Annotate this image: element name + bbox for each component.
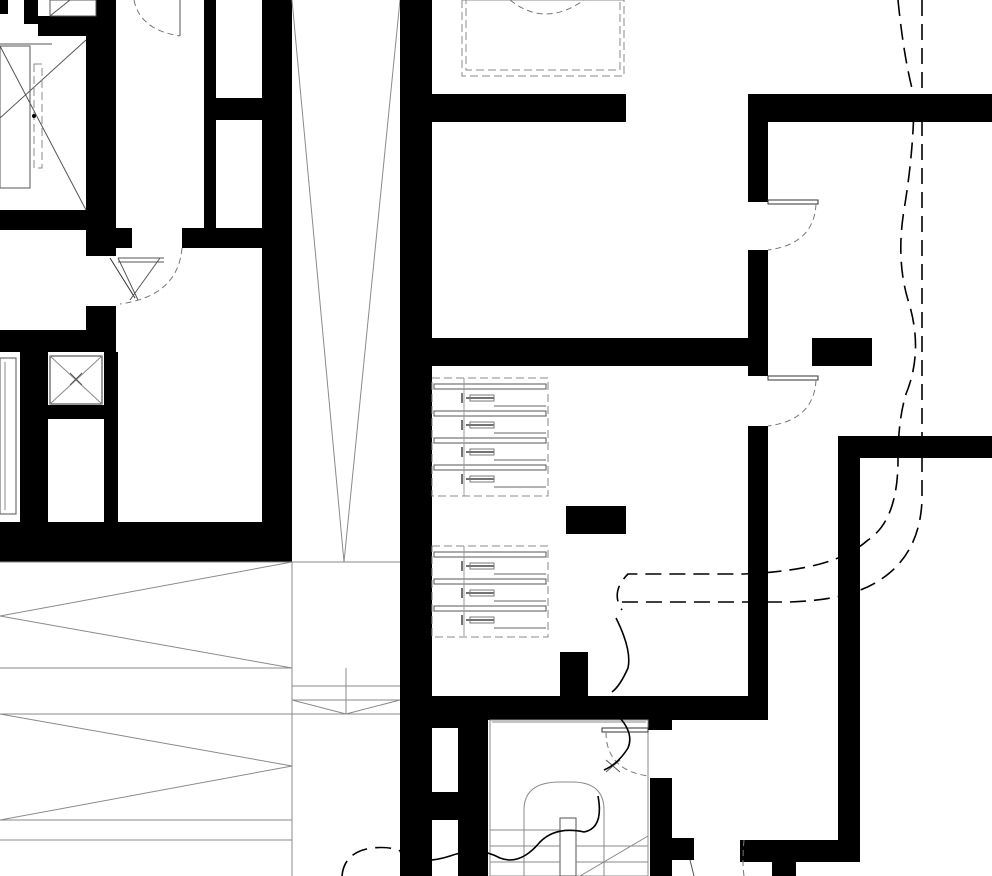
bike-rack-clamp: [469, 475, 495, 483]
bike-rack-clamp: [469, 421, 495, 429]
main-walls: [400, 0, 992, 876]
central-void: [0, 0, 401, 876]
bike-rack-slot: [433, 464, 547, 471]
bike-rack-slot: [433, 578, 547, 585]
door-swing-icon: [133, 0, 181, 37]
bike-rack-clamp: [469, 394, 495, 402]
bike-rack-slot: [433, 605, 547, 612]
bike-rack-clamp: [469, 616, 495, 624]
left-wing-walls: [0, 0, 292, 562]
bike-rack-slot: [433, 551, 547, 558]
bike-rack-slot: [433, 383, 547, 390]
solid-route: [399, 617, 631, 861]
dashed-route: [341, 0, 923, 876]
door-swing-icon: [767, 199, 819, 251]
shaft-cross-icon: [49, 355, 103, 405]
elevator-shaft: [0, 39, 87, 211]
bike-rack-clamp: [469, 589, 495, 597]
bike-rack-slot: [433, 410, 547, 417]
left-edge-frame: [0, 357, 17, 515]
top-room-fixture: [461, 0, 625, 77]
bike-rack-icon: [431, 377, 549, 638]
bike-rack-zone: [431, 545, 549, 638]
bike-rack-slot: [433, 437, 547, 444]
bike-rack-clamp: [469, 562, 495, 570]
bike-rack-clamp: [469, 448, 495, 456]
door-swing-icon: [767, 375, 819, 427]
bike-rack-zone: [431, 377, 549, 497]
stair-icon: [489, 719, 745, 876]
door-swing-icon: [109, 247, 183, 305]
